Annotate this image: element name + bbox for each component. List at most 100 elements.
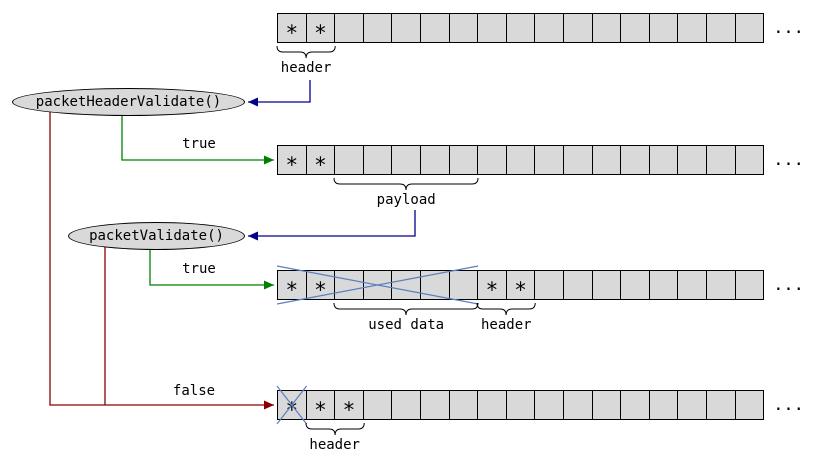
memory-cell [505, 145, 536, 175]
memory-cell [419, 270, 450, 300]
edge-label: false [172, 383, 216, 399]
row-continuation-ellipsis: ... [773, 395, 804, 415]
packet-validate-label: packetValidate() [89, 228, 224, 244]
memory-cell [705, 270, 736, 300]
memory-cell: * [477, 270, 507, 301]
memory-cell [391, 270, 421, 300]
memory-cell [591, 270, 622, 300]
memory-cell: * [505, 270, 536, 301]
row-continuation-ellipsis: ... [773, 150, 804, 170]
memory-cell [648, 13, 679, 43]
memory-cell [362, 145, 393, 175]
arrowhead-packet-valid-true [264, 280, 274, 290]
brace [305, 422, 365, 436]
arrowhead-payload-callback [248, 231, 258, 241]
memory-cell [362, 390, 393, 420]
arrowhead-header-callback [248, 97, 258, 107]
memory-cell [505, 13, 536, 43]
edge-valid-false [49, 110, 274, 406]
packet-validate-node: packetValidate() [68, 222, 245, 250]
cross-line [276, 265, 479, 305]
memory-cell [591, 145, 622, 175]
memory-cell [734, 390, 765, 420]
edge-header-valid-true [121, 110, 274, 161]
memory-cell [562, 145, 593, 175]
memory-cell [419, 13, 450, 43]
memory-cell [334, 145, 364, 175]
edge-label: true [182, 136, 216, 152]
memory-cell [477, 13, 507, 43]
memory-cell [334, 270, 364, 300]
memory-cell [648, 270, 679, 300]
memory-cell [534, 390, 564, 420]
memory-cell: * [305, 390, 336, 421]
memory-array: **** [277, 270, 765, 301]
memory-cell [448, 13, 479, 43]
memory-cell [534, 270, 564, 300]
brace-path [476, 302, 536, 316]
memory-cell [620, 390, 650, 420]
memory-cell [591, 390, 622, 420]
brace-label: header [280, 60, 332, 76]
memory-cell [705, 390, 736, 420]
cross-out-mark [276, 265, 479, 305]
arrowhead-header-valid-true [264, 155, 274, 165]
memory-cell [648, 390, 679, 420]
edge-payload-callback [248, 210, 416, 237]
edge-label: true [182, 261, 216, 277]
memory-cell [734, 270, 765, 300]
arrowhead-valid-false [264, 400, 274, 410]
memory-cell [677, 13, 707, 43]
memory-cell [734, 145, 765, 175]
brace [333, 302, 479, 316]
brace [276, 45, 336, 59]
memory-cell: * [334, 390, 364, 421]
memory-cell [391, 13, 421, 43]
memory-cell [534, 13, 564, 43]
cross-out-mark [276, 385, 308, 425]
brace-path [333, 302, 479, 316]
memory-cell: * [277, 145, 307, 176]
memory-cell [419, 145, 450, 175]
memory-cell [419, 390, 450, 420]
brace-label: header [309, 437, 360, 453]
edge-packet-valid-true [149, 246, 274, 286]
memory-cell: * [305, 145, 336, 176]
memory-cell [391, 390, 421, 420]
edge-header-callback [248, 80, 311, 103]
brace-label: header [481, 317, 532, 333]
memory-cell [734, 13, 765, 43]
memory-cell [534, 145, 564, 175]
row-continuation-ellipsis: ... [773, 18, 804, 38]
memory-cell [562, 13, 593, 43]
memory-cell [562, 390, 593, 420]
packet-header-validate-node: packetHeaderValidate() [12, 88, 245, 116]
memory-cell [362, 13, 393, 43]
brace-path [333, 177, 479, 191]
memory-cell [705, 145, 736, 175]
memory-array: *** [277, 390, 765, 421]
memory-cell [391, 145, 421, 175]
memory-cell [448, 390, 479, 420]
memory-cell: * [277, 270, 307, 301]
memory-array: ** [277, 13, 765, 44]
brace-label: payload [376, 192, 436, 208]
brace [476, 302, 536, 316]
memory-cell [705, 13, 736, 43]
memory-cell [677, 270, 707, 300]
memory-cell [562, 270, 593, 300]
memory-cell [448, 145, 479, 175]
memory-cell [677, 390, 707, 420]
memory-cell: * [277, 13, 307, 44]
memory-cell [477, 145, 507, 175]
memory-array: ** [277, 145, 765, 176]
memory-cell [677, 145, 707, 175]
brace-label: used data [368, 317, 445, 333]
memory-cell: * [305, 13, 336, 44]
memory-cell [477, 390, 507, 420]
memory-cell [334, 13, 364, 43]
memory-cell [648, 145, 679, 175]
packet-header-validate-label: packetHeaderValidate() [35, 94, 222, 110]
